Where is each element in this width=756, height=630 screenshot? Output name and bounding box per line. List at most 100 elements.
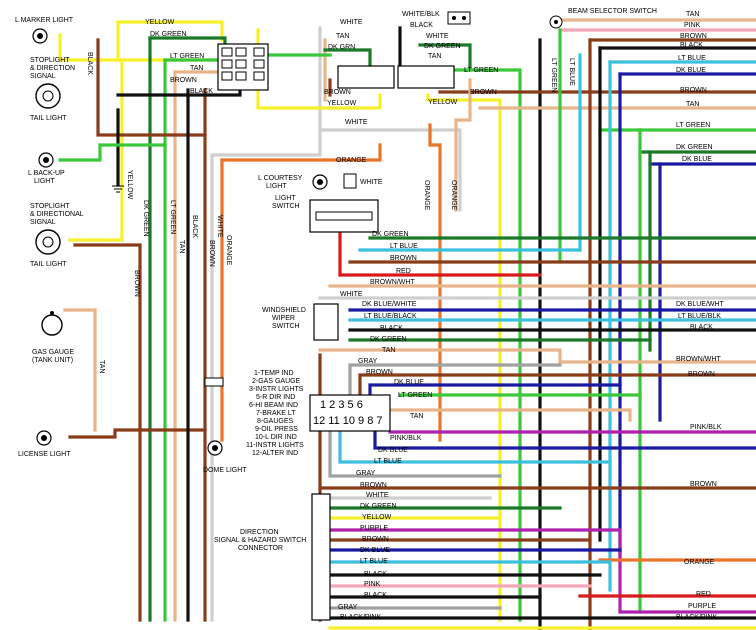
- wire-label: YELLOW: [327, 100, 357, 107]
- legend-item: 1-TEMP IND: [254, 370, 294, 377]
- wire-label: WHITE/BLK: [402, 11, 440, 18]
- stoplight-direction-label-1: STOPLIGHT: [30, 57, 70, 64]
- wire-label-vertical: TAN: [178, 240, 185, 253]
- legend-item: 8-GAUGES: [257, 418, 294, 425]
- gauge-pins-bottom: 12 11 10 9 8 7: [313, 415, 383, 427]
- wire-label: TAN: [382, 347, 395, 354]
- wire-dkblue-g2: [373, 428, 756, 450]
- wire-label: YELLOW: [362, 514, 392, 521]
- wire-label: BROWN: [688, 371, 715, 378]
- wire-label: WHITE: [426, 33, 449, 40]
- light-switch-label-1: LIGHT: [275, 195, 296, 202]
- wire-label: TAN: [410, 413, 423, 420]
- wire-label: YELLOW: [145, 19, 175, 26]
- wire-label: DK BLUE: [682, 156, 712, 163]
- gauge-pins-top: 1 2 3 5 6: [320, 399, 363, 411]
- license-light-label: LICENSE LIGHT: [18, 451, 71, 458]
- tail-light-1-icon: [35, 83, 61, 109]
- wire-label-vertical: TAN: [98, 360, 105, 373]
- wire-label: BROWN: [360, 482, 387, 489]
- courtesy-light-label-2: LIGHT: [266, 183, 287, 190]
- wire-label: DK GREEN: [372, 231, 409, 238]
- wire-label: LT BLUE: [360, 558, 388, 565]
- left-components: L MARKER LIGHT STOPLIGHT & DIRECTION SIG…: [15, 17, 247, 474]
- wire-label: BROWN: [680, 33, 707, 40]
- wire-label: BLACK: [690, 324, 713, 331]
- legend-item: 9-OIL PRESS: [255, 426, 298, 433]
- wire-label: BLACK: [190, 88, 213, 95]
- wire-label: WHITE: [360, 179, 383, 186]
- wire-label: BROWN: [470, 89, 497, 96]
- wire-label: PINK/BLK: [690, 424, 722, 431]
- wire-label: LT GREEN: [170, 53, 204, 60]
- dash-connector-right: [397, 65, 455, 89]
- wire-dkgrn-mid: [323, 48, 372, 72]
- wire-label: TAN: [686, 11, 699, 18]
- wire-ltblue-g: [338, 428, 612, 464]
- direction-connector: [311, 493, 331, 621]
- wire-label-vertical: LT GREEN: [169, 200, 176, 234]
- wire-label: BLACK: [364, 592, 387, 599]
- dome-light-icon: [204, 377, 224, 456]
- wire-label: WHITE: [366, 492, 389, 499]
- wire-purple-dc: [328, 528, 756, 614]
- wire-label: TAN: [428, 53, 441, 60]
- wire-label: LT BLUE/BLACK: [364, 313, 417, 320]
- light-switch-label-2: SWITCH: [272, 203, 300, 210]
- wire-label: BLACK: [364, 571, 387, 578]
- wire-label-vertical: BLACK: [86, 52, 93, 75]
- wire-label: DK GREEN: [424, 43, 461, 50]
- wire-label: TAN: [686, 101, 699, 108]
- wire-label-vertical: ORANGE: [450, 180, 457, 211]
- wire-tan-gas: [63, 308, 97, 432]
- wire-gray-g2: [328, 428, 502, 478]
- wire-label: TAN: [190, 65, 203, 72]
- wire-label: DK GREEN: [370, 336, 407, 343]
- wire-label: BLACK: [410, 22, 433, 29]
- license-light-icon: [36, 430, 52, 446]
- wire-dkgreen-r: [418, 43, 472, 72]
- gas-gauge-icon: [41, 311, 63, 336]
- wire-label: GRAY: [358, 358, 378, 365]
- wire-ltgreen-backup: [58, 143, 167, 162]
- legend-item: 2-GAS GAUGE: [252, 378, 301, 385]
- wiper-switch-label-2: WIPER: [272, 315, 295, 322]
- stoplight-direction-label-3: SIGNAL: [30, 73, 56, 80]
- wire-label: DK BLUE: [676, 67, 706, 74]
- wire-label: DK GREEN: [150, 31, 187, 38]
- wire-label: DK BLUE/WHT: [676, 301, 725, 308]
- wire-label: DK BLUE/WHITE: [362, 301, 417, 308]
- gauge-legend: 1-TEMP IND 2-GAS GAUGE 3-INSTR LIGHTS 5-…: [246, 370, 304, 457]
- wiper-switch-label-3: SWITCH: [272, 323, 300, 330]
- wire-label: LT BLUE: [678, 55, 706, 62]
- wire-label: DK GREEN: [676, 144, 713, 151]
- direction-connector-label-1: DIRECTION: [240, 529, 279, 536]
- tail-light-2-label: TAIL LIGHT: [30, 261, 67, 268]
- wire-label: DK BLUE: [378, 447, 408, 454]
- wire-label-vertical: YELLOW: [126, 170, 133, 200]
- courtesy-light-icon: [312, 173, 357, 190]
- wire-label-vertical: BROWN: [208, 240, 215, 267]
- backup-light-label-1: L BACK-UP: [28, 170, 65, 177]
- direction-connector-label-2: SIGNAL & HAZARD SWITCH: [214, 537, 306, 544]
- wire-label: GRAY: [356, 470, 376, 477]
- ground-icon: [112, 185, 124, 193]
- wire-label: BROWN: [362, 536, 389, 543]
- wire-label: RED: [696, 591, 711, 598]
- wiper-switch-label-1: WINDSHIELD: [262, 307, 306, 314]
- legend-item: 3-INSTR LIGHTS: [249, 386, 304, 393]
- legend-item: 7-BRAKE LT: [256, 410, 296, 417]
- wire-tan-wiper: [318, 348, 756, 364]
- marker-light-label: L MARKER LIGHT: [15, 17, 74, 24]
- wire-label: LT BLUE: [390, 243, 418, 250]
- wire-label: BROWN/WHT: [370, 279, 415, 286]
- wire-label: WHITE: [345, 119, 368, 126]
- connectors: L COURTESY LIGHT LIGHT SWITCH WINDSHIELD…: [214, 8, 657, 621]
- wire-label: BLACK: [380, 325, 403, 332]
- wire-label: BROWN: [170, 77, 197, 84]
- marker-light-icon: [32, 28, 48, 44]
- backup-light-icon: [38, 152, 54, 168]
- wire-label: LT GREEN: [398, 392, 432, 399]
- wire-label-vertical: ORANGE: [423, 180, 430, 211]
- wire-brown-g: [358, 373, 756, 397]
